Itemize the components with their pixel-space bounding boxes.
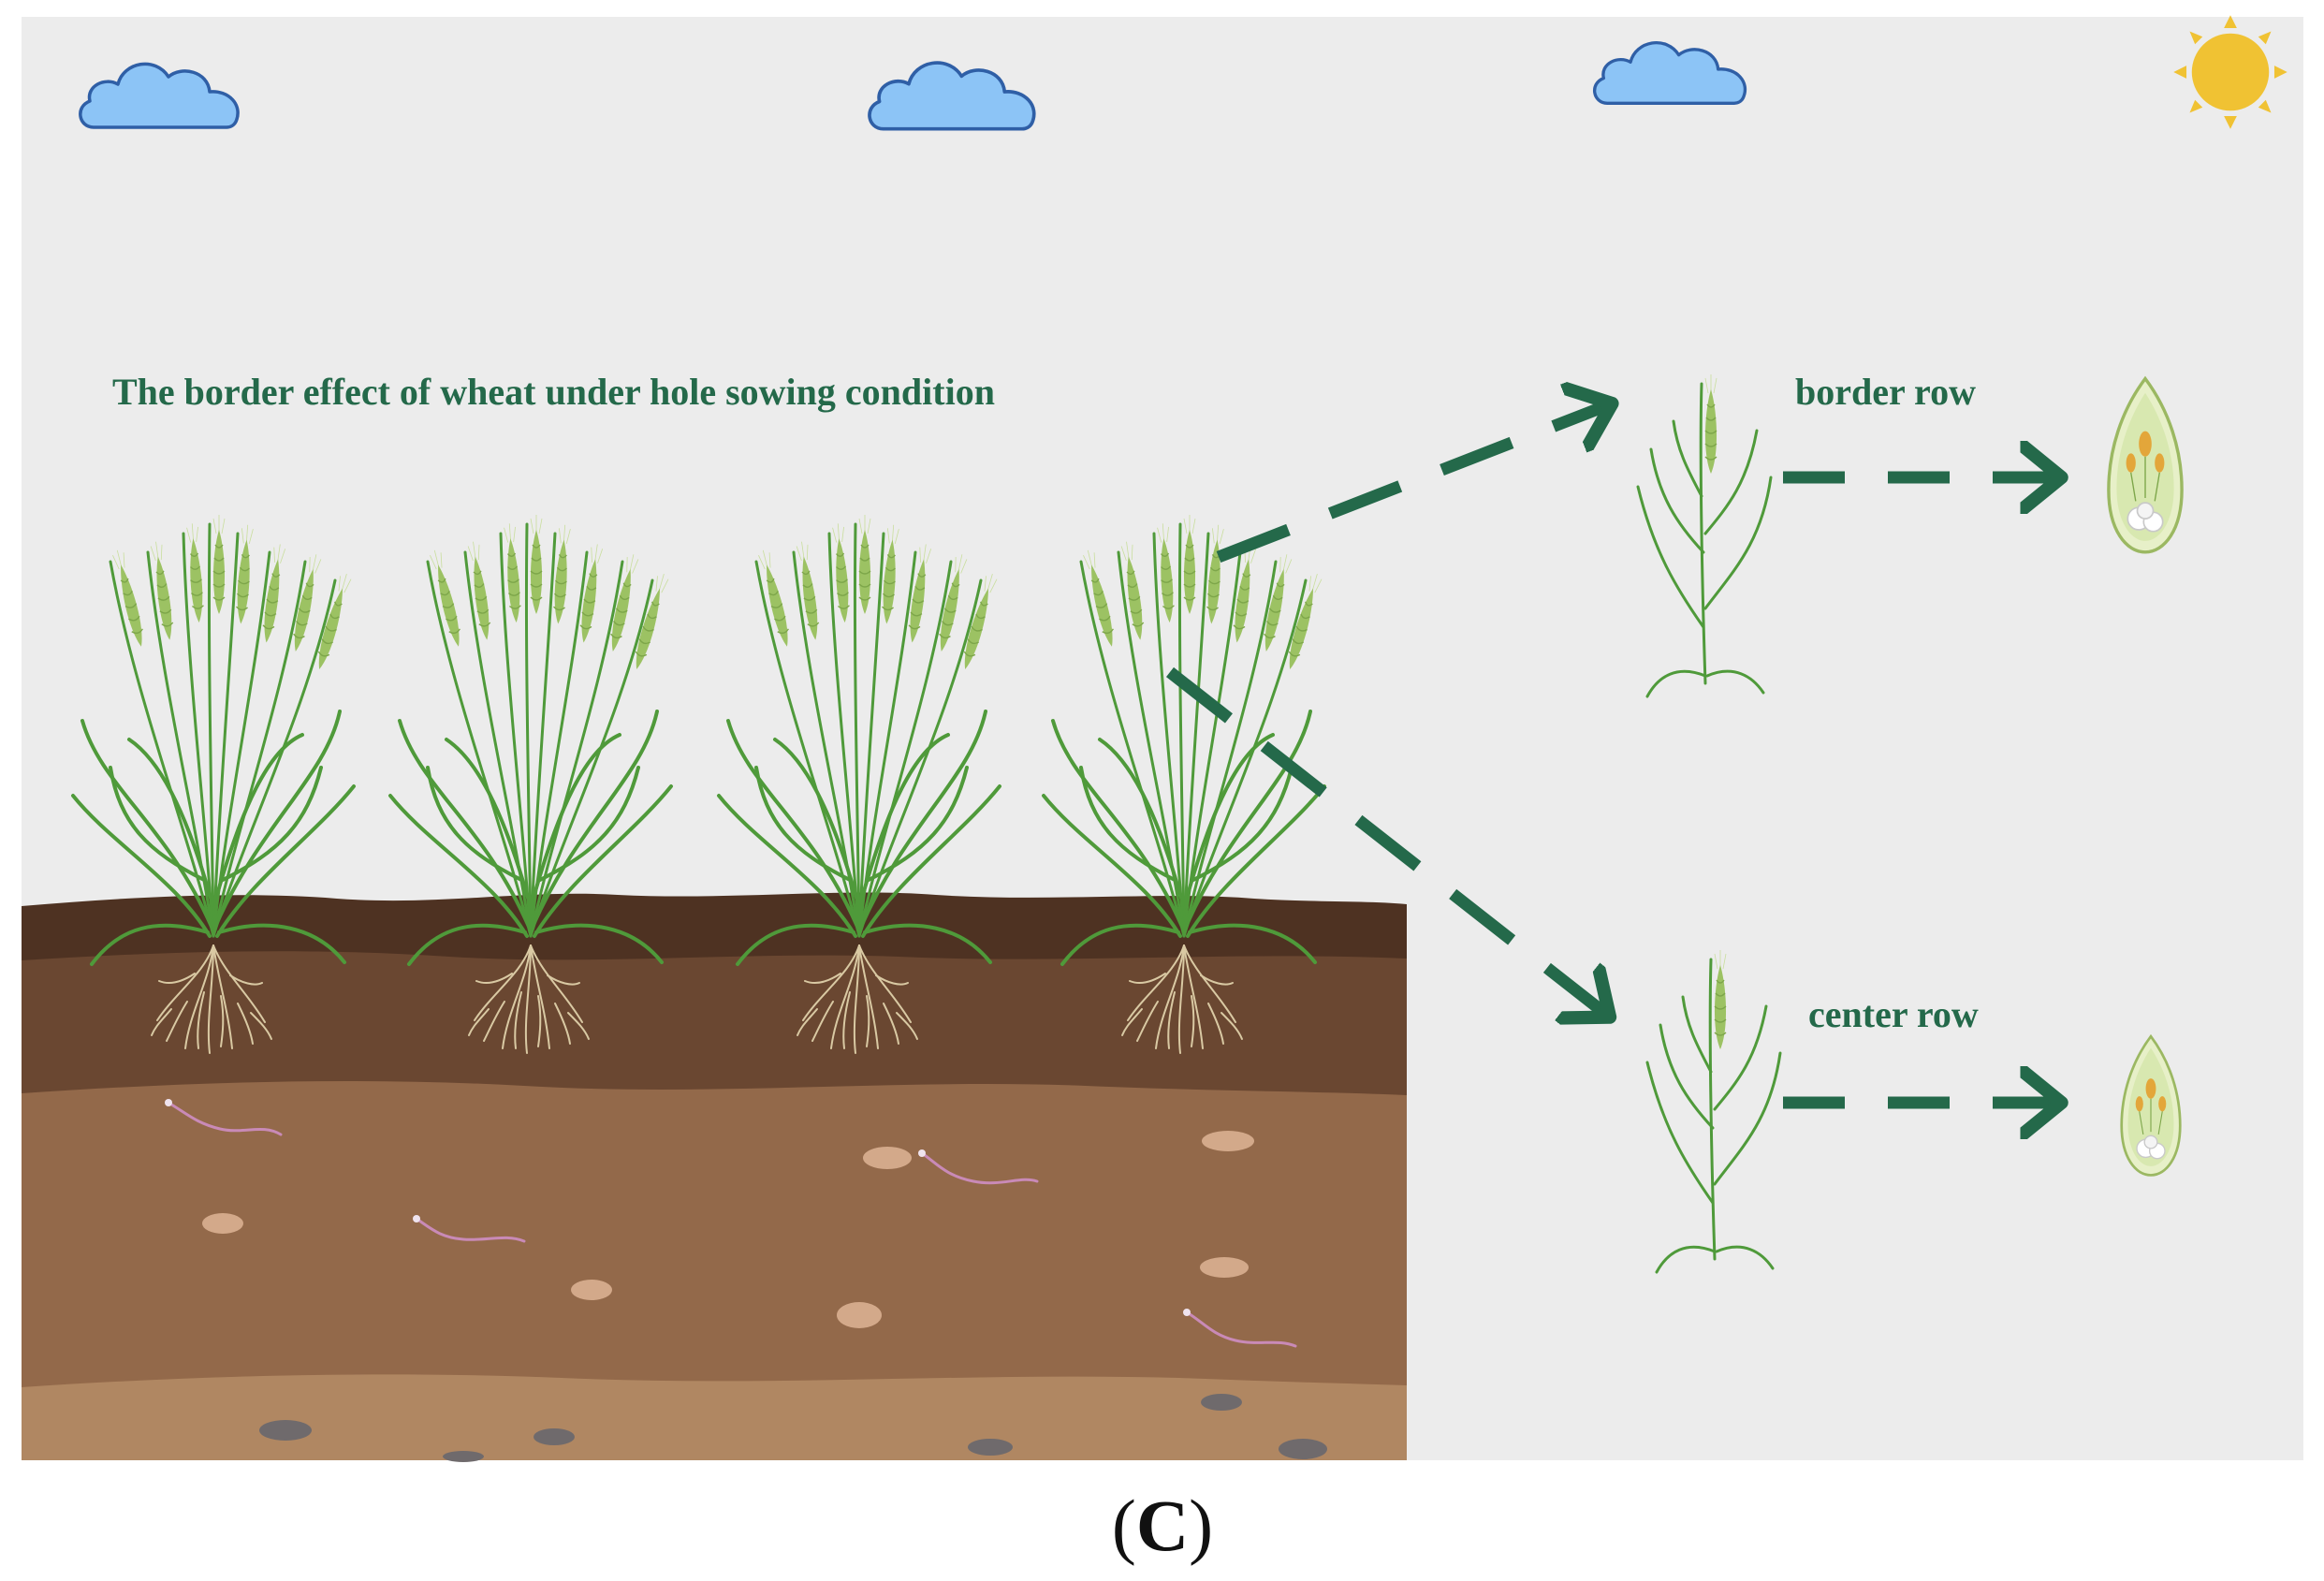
- diagram-title: The border effect of wheat under hole so…: [112, 371, 995, 413]
- center-row-label: center row: [1808, 993, 1979, 1035]
- arrow-to-center-row: [1165, 666, 1608, 1016]
- border-row-label: border row: [1795, 371, 1976, 413]
- arrow-to-border-row: [1216, 404, 1610, 564]
- soil-profile: [22, 892, 1407, 1462]
- panel-label: (C): [1112, 1485, 1213, 1566]
